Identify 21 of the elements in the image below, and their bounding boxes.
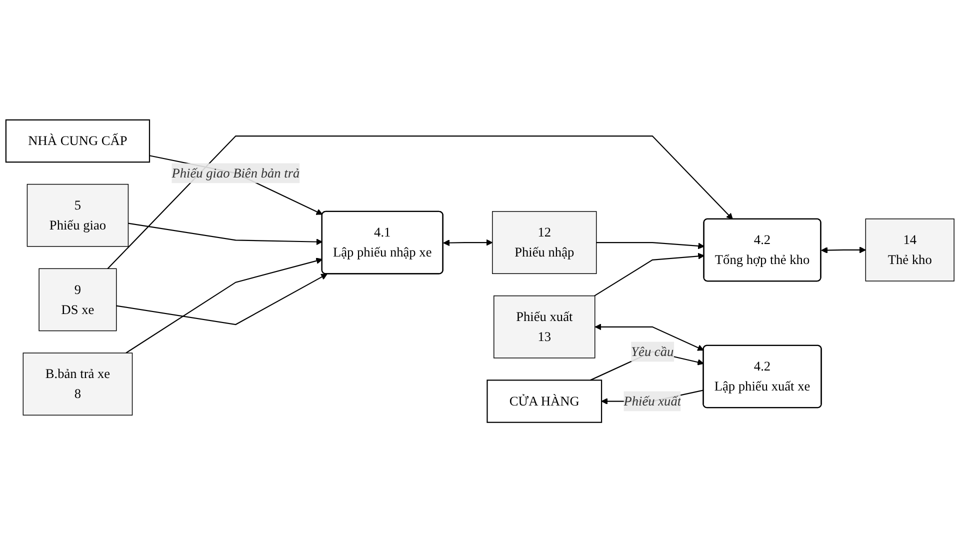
arrow [594,324,704,351]
edge-label: Phiếu xuất [624,393,682,408]
arrow [116,274,328,325]
arrow [149,154,323,215]
arrow [107,135,733,269]
edge-label: Phiếu giao Biên bản trả [172,165,300,180]
arrow [128,222,323,245]
node-box: B.bản trả xe 8 [22,352,133,416]
arrow [126,258,323,354]
arrow [443,239,493,246]
node-box: 9 DS xe [38,268,117,332]
node-box: 12 Phiếu nhập [492,210,597,274]
arrow [596,242,704,250]
node-box: Phiếu xuất 13 [494,295,596,358]
node-box: 14 Thẻ kho [865,218,954,282]
arrow [821,246,866,254]
node-box: 5 Phiếu giao [26,184,129,247]
edge-label: Yêu cầu [631,344,674,359]
node-box: CỬA HÀNG [486,380,602,423]
arrow [594,252,704,296]
node-box: NHÀ CUNG CẤP [5,119,150,163]
